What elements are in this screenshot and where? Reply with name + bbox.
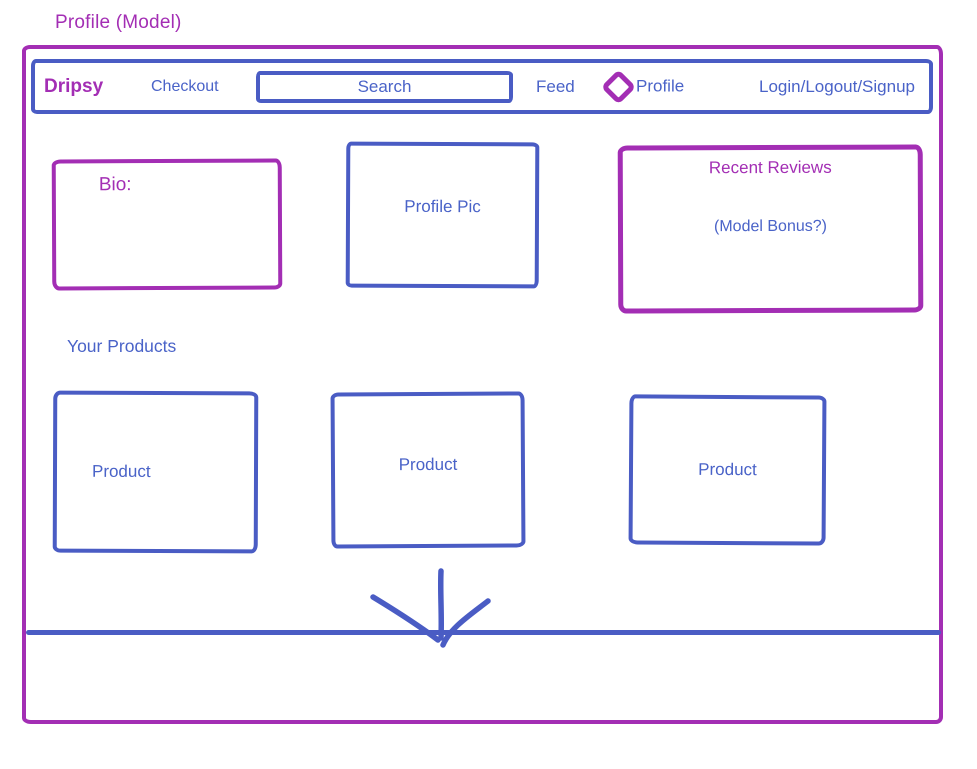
brand-logo[interactable]: Dripsy — [44, 75, 104, 97]
nav-item-checkout[interactable]: Checkout — [151, 77, 219, 95]
app-window-frame — [22, 45, 943, 724]
bio-label: Bio: — [98, 174, 132, 196]
product-card[interactable]: Product — [628, 394, 827, 546]
recent-reviews-box: Recent Reviews (Model Bonus?) — [617, 144, 924, 314]
product-label: Product — [698, 459, 757, 480]
model-bonus-note: (Model Bonus?) — [713, 217, 827, 236]
bio-box[interactable]: Bio: — [51, 158, 283, 291]
footer-divider — [26, 630, 941, 635]
nav-item-profile-label: Profile — [636, 76, 685, 96]
nav-item-auth[interactable]: Login/Logout/Signup — [759, 76, 915, 96]
search-input[interactable] — [256, 70, 513, 103]
recent-reviews-title: Recent Reviews — [708, 157, 832, 178]
product-label: Product — [398, 454, 458, 475]
down-arrow-icon — [370, 568, 491, 648]
nav-item-profile[interactable]: Profile — [600, 68, 685, 105]
navbar: Dripsy Checkout Feed Profile Login/Logou… — [31, 59, 933, 114]
product-card[interactable]: Product — [330, 391, 526, 549]
page-title: Profile (Model) — [55, 12, 182, 33]
diamond-icon — [600, 68, 637, 105]
nav-item-feed[interactable]: Feed — [536, 76, 575, 96]
profile-pic-box[interactable]: Profile Pic — [345, 141, 540, 289]
product-card[interactable]: Product — [52, 390, 259, 554]
profile-pic-label: Profile Pic — [404, 196, 481, 217]
product-label: Product — [91, 461, 151, 481]
your-products-heading: Your Products — [67, 336, 177, 356]
